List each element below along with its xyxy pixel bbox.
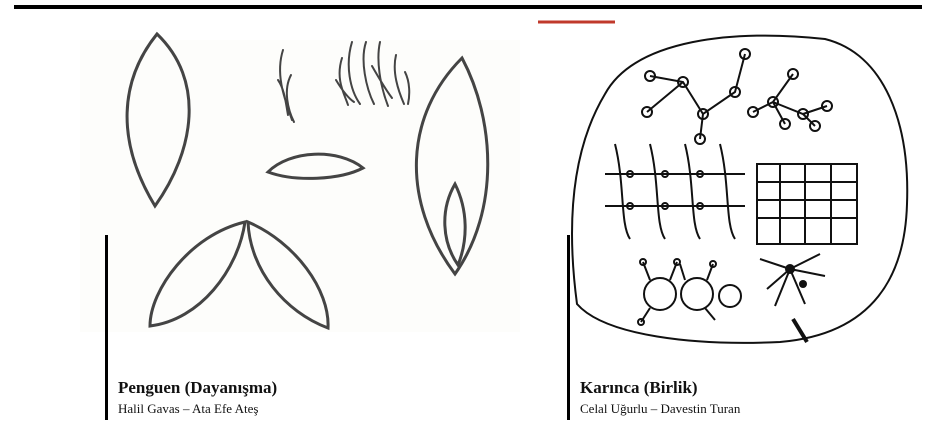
grid-mesh [605,144,745,239]
karinca-authors: Celal Uğurlu – Davestin Turan [580,401,740,417]
spider-node [799,280,807,288]
karinca-drawing [535,14,915,344]
karinca-title: Karınca (Birlik) [580,378,698,398]
ant-body [681,278,713,310]
spider-legs [760,254,825,306]
right-caption-bar [567,235,570,420]
ant-legs [641,262,715,322]
ant-body [644,278,676,310]
penguen-authors: Halil Gavas – Ata Efe Ateş [118,401,258,417]
network-edges [647,54,745,139]
top-rule [14,5,922,9]
spider-node [785,264,795,274]
network-edges [753,74,827,126]
penguen-drawing [80,20,520,332]
ant-body [719,285,741,307]
penguen-panel [80,20,520,332]
penguen-title: Penguen (Dayanışma) [118,378,277,398]
cell-pattern [757,164,857,244]
left-caption-bar [105,235,108,420]
karinca-panel [535,14,915,344]
